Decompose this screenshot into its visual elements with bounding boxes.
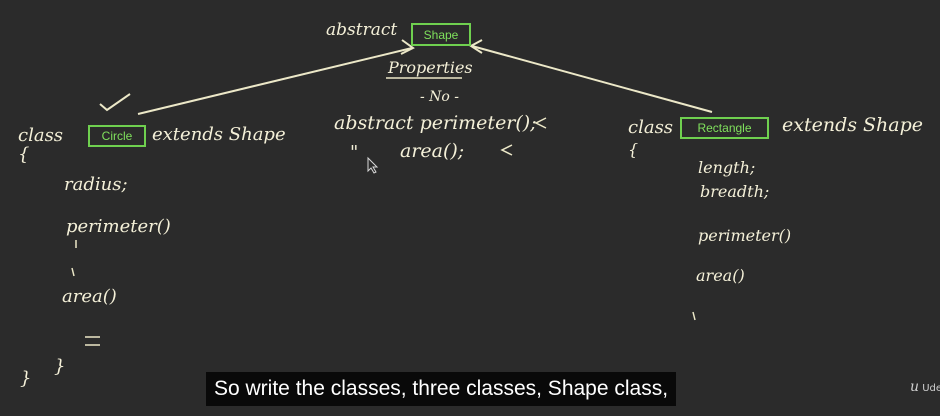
circle-class-keyword: class xyxy=(18,125,64,146)
rect-class-keyword: class xyxy=(628,117,674,138)
mouse-cursor-icon xyxy=(367,156,379,174)
pointer-area xyxy=(500,144,513,156)
rect-breadth-field: breadth; xyxy=(700,182,770,201)
circle-class-box: Circle xyxy=(88,125,146,147)
circle-perimeter-close-stroke xyxy=(71,267,75,277)
abstract-perimeter-text: abstract perimeter(); xyxy=(334,112,537,134)
rect-area-close-stroke xyxy=(692,311,696,321)
circle-radius-field: radius; xyxy=(64,174,128,195)
rectangle-class-box: Rectangle xyxy=(680,117,769,139)
video-caption: So write the classes, three classes, Sha… xyxy=(206,372,677,406)
udemy-watermark: u Udemy xyxy=(910,379,940,395)
abstract-label: abstract xyxy=(326,20,398,40)
arrowhead-rectangle xyxy=(469,39,483,54)
checkmark-icon xyxy=(99,93,131,112)
caption-text: So write the classes, three classes, Sha… xyxy=(214,377,669,400)
circle-open-brace: { xyxy=(18,144,30,165)
circle-box-label: Circle xyxy=(101,129,133,143)
rect-open-brace: { xyxy=(628,140,639,159)
udemy-logo-text: Udemy xyxy=(922,383,940,394)
inherit-line-circle xyxy=(137,47,413,115)
shape-class-box: Shape xyxy=(411,23,471,46)
rect-perimeter-method: perimeter() xyxy=(698,226,792,245)
circle-area-method: area() xyxy=(62,286,117,307)
shape-box-label: Shape xyxy=(423,27,459,42)
arrowhead-circle xyxy=(400,39,415,55)
area-method-text: area(); xyxy=(400,140,465,162)
no-properties-label: - No - xyxy=(420,89,460,105)
inherit-line-rectangle xyxy=(471,45,713,113)
rect-extends-text: extends Shape xyxy=(782,114,924,136)
pointer-perimeter xyxy=(534,117,547,129)
ditto-mark: " xyxy=(350,142,359,163)
rectangle-box-label: Rectangle xyxy=(697,121,752,135)
circle-perimeter-method: perimeter() xyxy=(66,216,171,237)
rect-area-method: area() xyxy=(696,266,745,285)
properties-label: Properties xyxy=(388,58,473,77)
udemy-logo-icon: u xyxy=(910,379,920,395)
circle-method-close-brace: } xyxy=(54,356,66,377)
rect-length-field: length; xyxy=(698,158,756,177)
circle-extends-text: extends Shape xyxy=(152,124,286,145)
circle-close-brace: } xyxy=(20,368,32,389)
